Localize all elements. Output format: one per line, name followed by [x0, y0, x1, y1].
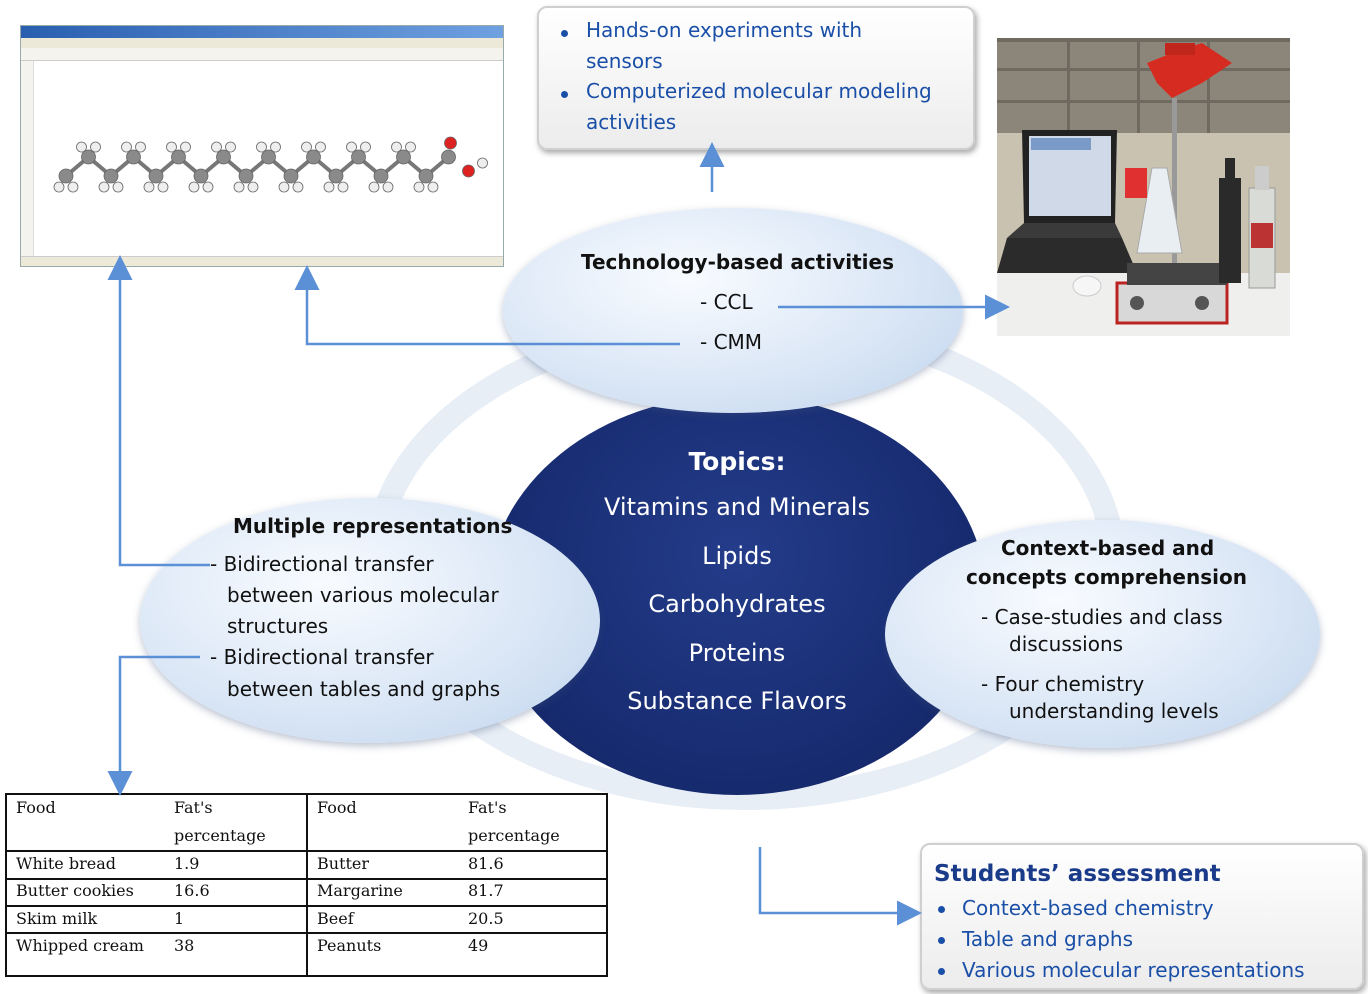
table-cell: 81.7	[468, 881, 504, 900]
multi-item-1-line-2: between various molecular	[227, 583, 499, 607]
table-row-divider	[7, 932, 607, 934]
window-toolbar	[21, 48, 503, 61]
topic-item: Substance Flavors	[627, 687, 847, 715]
table-cell: Skim milk	[16, 909, 98, 928]
table-cell: 81.6	[468, 854, 504, 873]
table-cell: 1.9	[174, 854, 200, 873]
technology-bubble: Technology-based activities - CCL - CMM	[503, 208, 963, 413]
context-item-2-line-1: - Four chemistry	[981, 672, 1145, 696]
bullet-icon	[938, 968, 945, 975]
table-header-percentage: percentage	[174, 826, 266, 845]
box-item-2-line-1: Computerized molecular modeling	[586, 79, 932, 103]
topics-title: Topics:	[688, 447, 786, 476]
table-cell: Butter cookies	[16, 881, 134, 900]
context-title-line-2: concepts comprehension	[966, 565, 1247, 589]
fatty-acid-molecule-icon	[53, 136, 488, 193]
multi-item-1-line-1: - Bidirectional transfer	[210, 552, 434, 576]
table-cell: White bread	[16, 854, 116, 873]
students-assessment-box: Students’ assessment Context-based chemi…	[920, 843, 1364, 990]
table-header-percentage: percentage	[468, 826, 560, 845]
technology-item-cmm: - CMM	[700, 330, 763, 354]
table-cell: 1	[174, 909, 185, 928]
molecular-modeling-screenshot	[20, 25, 504, 267]
table-header-fat: Fat's	[468, 798, 507, 817]
context-item-1-line-1: - Case-studies and class	[981, 605, 1223, 629]
context-based-bubble: Context-based and concepts comprehension…	[885, 520, 1320, 748]
multiple-representations-bubble: Multiple representations - Bidirectional…	[140, 498, 600, 743]
table-cell: 38	[174, 936, 195, 955]
multi-item-2-line-2: between tables and graphs	[227, 677, 501, 701]
assessment-item: Table and graphs	[962, 927, 1134, 951]
window-titlebar	[21, 26, 503, 38]
technology-item-ccl: - CCL	[700, 290, 753, 314]
box-item-2-line-2: activities	[586, 110, 677, 134]
table-header-food: Food	[16, 798, 56, 817]
window-side-toolbar	[21, 61, 34, 256]
assessment-item: Various molecular representations	[962, 958, 1305, 982]
table-row-divider	[7, 905, 607, 907]
table-cell: 16.6	[174, 881, 210, 900]
topic-item: Vitamins and Minerals	[604, 493, 870, 521]
context-item-2-line-2: understanding levels	[1009, 699, 1219, 723]
context-title-line-1: Context-based and	[1001, 536, 1215, 560]
bullet-icon	[561, 91, 568, 98]
arrow-structures-to-molecule	[107, 255, 210, 567]
lab-sensor-setup-photo-icon	[997, 38, 1290, 336]
box-item-1-line-1: Hands-on experiments with	[586, 18, 863, 42]
table-row-divider	[7, 850, 607, 852]
arrow-tables-to-table	[107, 655, 200, 796]
table-column-divider	[306, 795, 308, 975]
bullet-icon	[938, 937, 945, 944]
bullet-icon	[938, 906, 945, 913]
topic-item: Lipids	[702, 542, 772, 570]
box-item-1-line-2: sensors	[586, 49, 663, 73]
table-cell: Margarine	[317, 881, 403, 900]
assessment-item: Context-based chemistry	[962, 896, 1214, 920]
fat-percentage-table: Food Fat's percentage Food Fat's percent…	[5, 793, 608, 977]
topic-item: Carbohydrates	[648, 590, 826, 618]
table-header-food: Food	[317, 798, 357, 817]
topic-item: Proteins	[688, 639, 786, 667]
assessment-title: Students’ assessment	[934, 861, 1221, 887]
multi-item-1-line-3: structures	[227, 614, 329, 638]
hands-on-activities-box: Hands-on experiments with sensors Comput…	[537, 6, 975, 150]
table-header-fat: Fat's	[174, 798, 213, 817]
arrow-center-to-assessment	[758, 847, 922, 926]
table-cell: Peanuts	[317, 936, 382, 955]
multi-item-2-line-1: - Bidirectional transfer	[210, 645, 434, 669]
technology-title: Technology-based activities	[581, 250, 894, 274]
table-row-divider	[7, 878, 607, 880]
table-cell: 49	[468, 936, 489, 955]
table-cell: 20.5	[468, 909, 504, 928]
window-statusbar	[21, 256, 503, 266]
bullet-icon	[561, 30, 568, 37]
table-cell: Butter	[317, 854, 370, 873]
multiple-representations-title: Multiple representations	[233, 514, 513, 538]
arrow-cmm-to-molecule	[294, 265, 680, 346]
table-cell: Whipped cream	[16, 936, 144, 955]
context-item-1-line-2: discussions	[1009, 632, 1124, 656]
table-cell: Beef	[317, 909, 354, 928]
